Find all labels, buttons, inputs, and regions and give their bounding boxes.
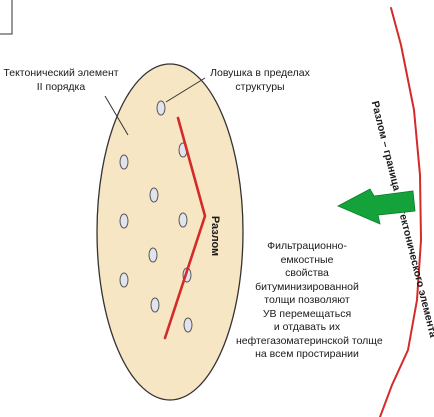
trap bbox=[148, 247, 158, 263]
migration-arrow bbox=[337, 188, 416, 225]
trap bbox=[183, 317, 193, 333]
inner-fault-label: Разлом bbox=[209, 216, 221, 256]
filtration-line: УВ перемещаться bbox=[262, 307, 352, 320]
trap bbox=[150, 297, 160, 313]
trap bbox=[156, 100, 166, 116]
filtration-line: нефтегазоматеринской толще bbox=[236, 334, 383, 347]
filtration-line: емкостные bbox=[280, 253, 334, 266]
filtration-line: и отдавать их bbox=[273, 321, 341, 333]
trap bbox=[119, 213, 129, 229]
filtration-line: битуминизированной bbox=[255, 280, 359, 293]
boundary-fault-line bbox=[379, 7, 422, 417]
filtration-description: Фильтрационно- емкостные свойства битуми… bbox=[236, 240, 383, 362]
filtration-line: Фильтрационно- bbox=[267, 240, 347, 252]
traps-group bbox=[119, 100, 193, 333]
trap-line-2: структуры bbox=[235, 80, 285, 93]
filtration-line: толщи позволяют bbox=[264, 294, 350, 306]
filtration-line: свойства bbox=[285, 267, 329, 279]
trap-line-1: Ловушка в пределах bbox=[210, 67, 310, 79]
trap-leader-line bbox=[165, 77, 206, 103]
trap bbox=[119, 272, 129, 288]
trap bbox=[119, 154, 129, 170]
trap bbox=[178, 212, 188, 228]
tectonic-element-line-1: Тектонический элемент bbox=[3, 67, 119, 79]
inner-fault-line bbox=[163, 116, 207, 340]
trap-label: Ловушка в пределах структуры bbox=[200, 67, 320, 94]
corner-frame bbox=[0, 0, 13, 35]
tectonic-leader-line bbox=[104, 95, 129, 136]
filtration-line: на всем простирании bbox=[255, 348, 359, 360]
tectonic-structure-ellipse bbox=[96, 63, 244, 401]
trap bbox=[149, 187, 159, 203]
tectonic-element-line-2: II порядка bbox=[36, 80, 86, 93]
tectonic-element-label: Тектонический элемент II порядка bbox=[0, 67, 122, 94]
